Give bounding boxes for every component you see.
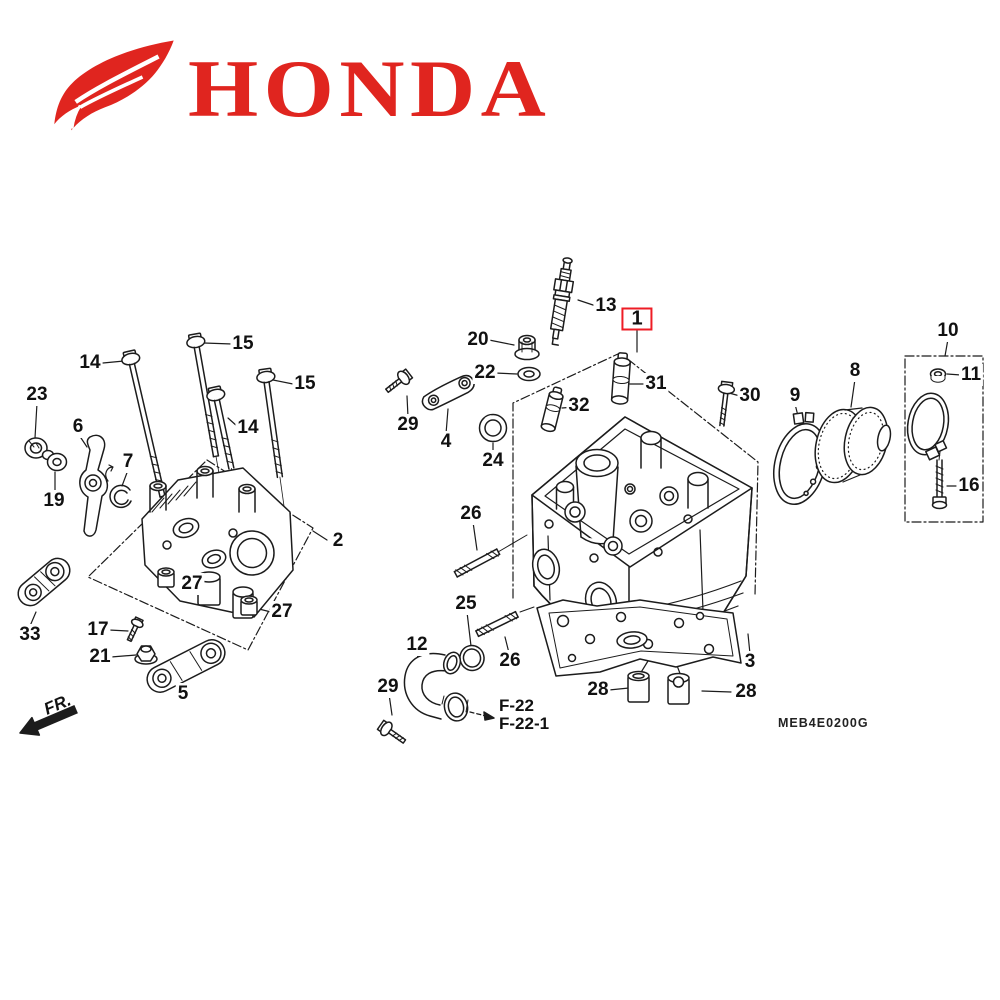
part-26-stud-a [453,548,501,578]
callout-8[interactable]: 8 [847,360,863,382]
callout-11[interactable]: 11 [958,364,984,386]
part-21-nut [134,645,158,665]
callout-3[interactable]: 3 [742,651,758,673]
callout-17[interactable]: 17 [85,619,111,641]
callout-20[interactable]: 20 [465,329,491,351]
part-29-bolt-b [376,719,407,744]
part-31-valve-guide [610,352,631,405]
part-26-stud-b [475,610,519,638]
part-22-washer [517,366,541,382]
part-27-cap-b [240,595,258,616]
part-10-band-clamp [906,392,950,461]
part-6-decompressor-arm [79,434,109,537]
part-8-intake-joint [814,406,892,484]
callout-15[interactable]: 15 [292,373,318,395]
part-17-screw [126,616,144,643]
part-16-clamp-bolt [931,459,948,510]
callout-2[interactable]: 2 [330,530,346,552]
part-32-valve-guide [540,386,564,433]
callout-28[interactable]: 28 [585,679,611,701]
callout-24[interactable]: 24 [480,450,506,472]
part-20-plug-nut [514,334,540,361]
callout-4[interactable]: 4 [438,431,454,453]
callout-13[interactable]: 13 [593,295,619,317]
callout-26[interactable]: 26 [497,650,523,672]
part-25-o-ring [459,644,485,672]
cross-ref-f22[interactable]: F-22 [499,696,534,715]
callout-10[interactable]: 10 [935,320,961,342]
part-2-head-cover [141,465,294,619]
callout-22[interactable]: 22 [472,362,498,384]
callout-14[interactable]: 14 [77,352,103,374]
callout-19[interactable]: 19 [41,490,67,512]
callout-25[interactable]: 25 [453,593,479,615]
part-7-seal-ring [105,464,132,509]
honda-wing-icon [54,40,174,131]
part-23-seal-cap [24,437,48,459]
part-12-water-elbow [403,651,469,722]
cross-ref-arrow [469,711,495,721]
part-33-arm [17,557,71,607]
honda-wordmark: HONDA [188,43,552,134]
callout-30[interactable]: 30 [737,385,763,407]
part-27-cap-a [157,567,175,588]
callout-29[interactable]: 29 [395,414,421,436]
callout-15[interactable]: 15 [230,333,256,355]
part-13-spark-plug [549,257,575,346]
part-29-bolt-a [385,368,414,394]
fr-direction-arrow [19,705,78,736]
part-3-gasket [536,599,742,677]
callout-23[interactable]: 23 [24,384,50,406]
part-14-bolt-a [121,349,176,552]
callout-28[interactable]: 28 [733,681,759,703]
honda-logo: HONDA [50,36,546,134]
part-28-dowel-b [667,672,690,705]
cross-ref-f22-1[interactable]: F-22-1 [499,714,550,733]
part-11-nut [929,368,947,383]
callout-9[interactable]: 9 [787,385,803,407]
callout-32[interactable]: 32 [566,395,592,417]
group-outline-10 [904,355,984,523]
callout-27[interactable]: 27 [179,573,205,595]
diagram-code: MEB4E0200G [778,716,869,730]
callout-5[interactable]: 5 [175,683,191,705]
callout-26[interactable]: 26 [458,503,484,525]
callout-12[interactable]: 12 [404,634,430,656]
part-4-joint-plate [421,374,475,411]
part-19-seal [41,449,68,472]
part-28-dowel-a [627,670,650,703]
callout-16[interactable]: 16 [956,475,982,497]
callout-1-highlighted[interactable]: 1 [621,307,653,331]
part-30-bolt [717,380,736,427]
group-outline-2 [87,459,314,651]
callout-27[interactable]: 27 [269,601,295,623]
part-5-rocker-arm [146,639,226,693]
part-24-seal [478,413,508,443]
callout-7[interactable]: 7 [120,451,136,473]
callout-31[interactable]: 31 [643,373,669,395]
callout-14[interactable]: 14 [235,417,261,439]
callout-29[interactable]: 29 [375,676,401,698]
callout-6[interactable]: 6 [70,416,86,438]
callout-33[interactable]: 33 [17,624,43,646]
callout-21[interactable]: 21 [87,646,113,668]
